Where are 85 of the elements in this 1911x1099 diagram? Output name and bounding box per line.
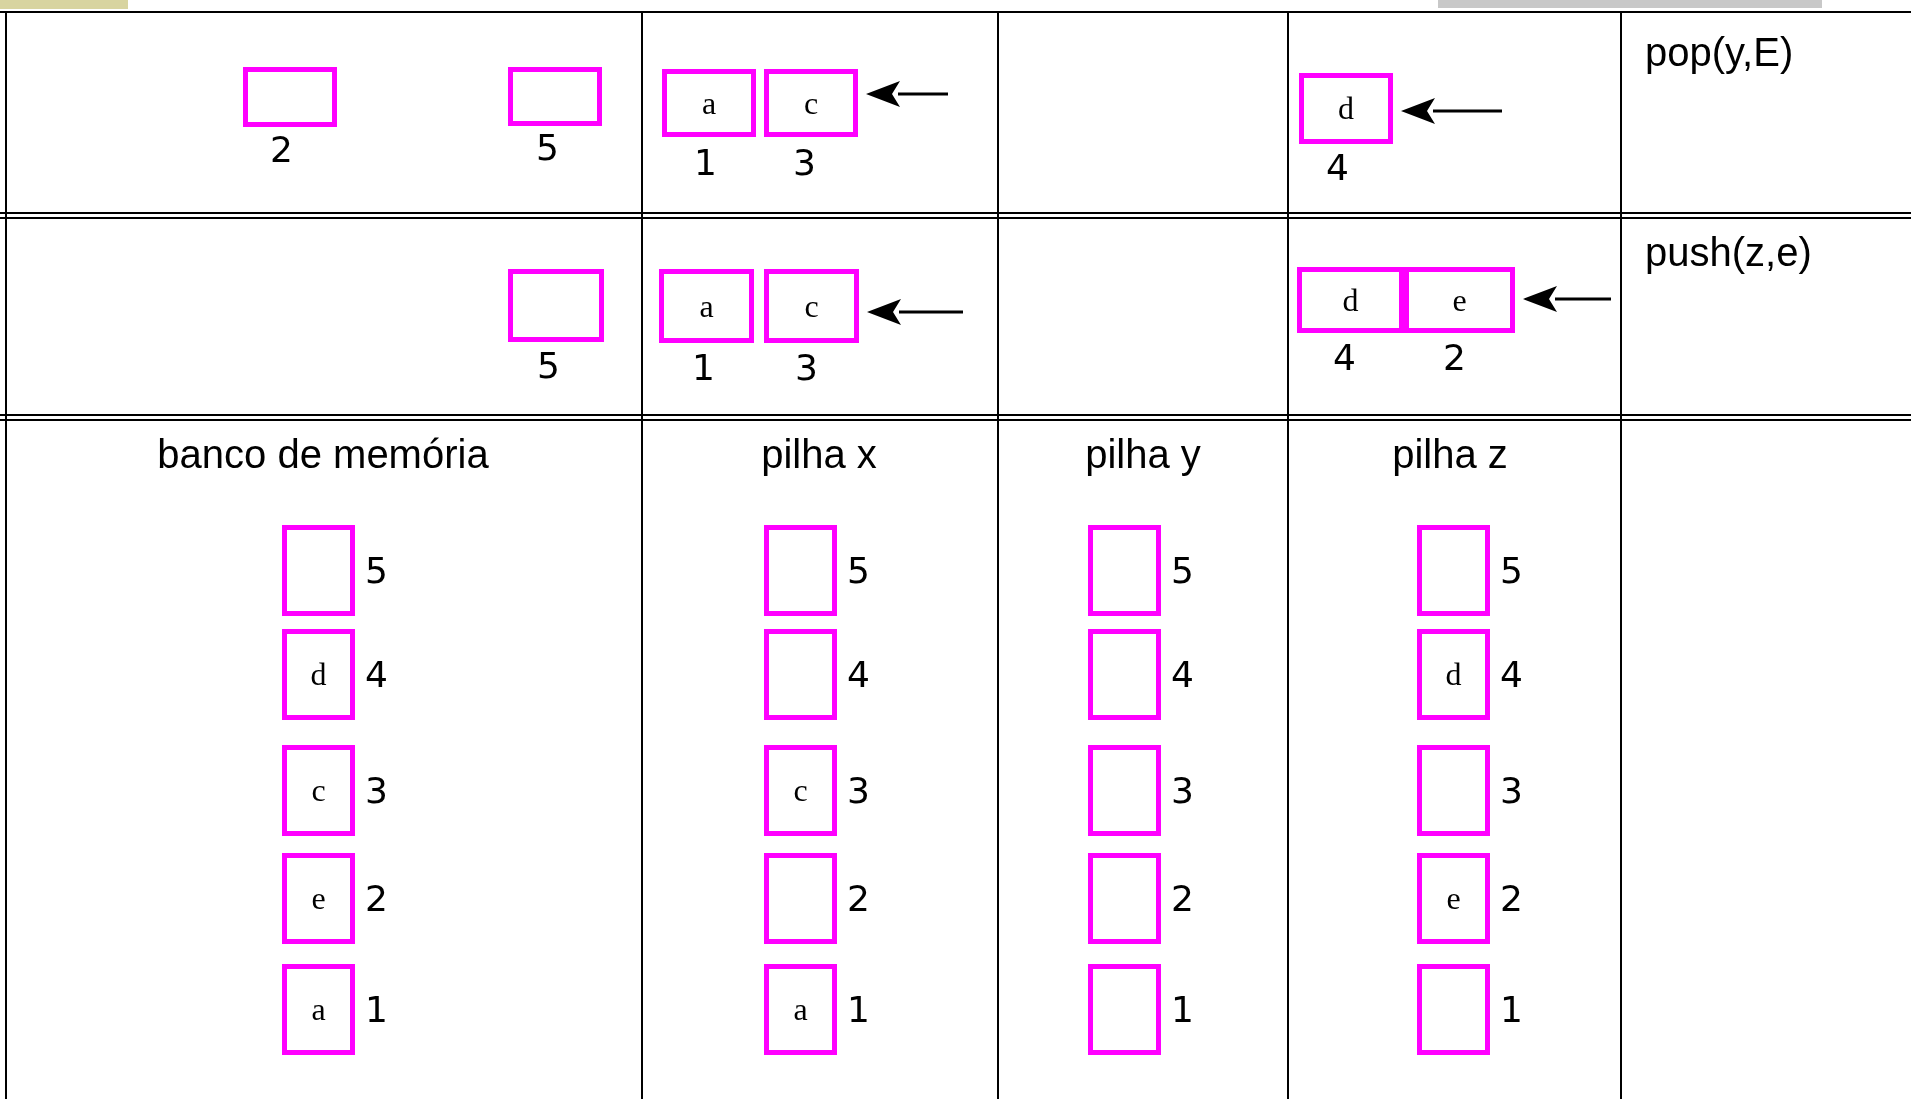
empty-memory-cell [1088,629,1161,720]
cell-index: 4 [1500,657,1523,693]
column-header: pilha x [761,434,877,474]
memory-cell [764,964,837,1055]
cell-index: 5 [1171,553,1194,589]
memory-cell [1297,267,1404,333]
cell-index: 1 [1171,992,1194,1028]
memory-cell [282,964,355,1055]
column-header: banco de memória [157,434,489,474]
operation-label: pop(y,E) [1645,32,1794,72]
cell-index: 1 [692,350,715,386]
empty-memory-cell [508,67,602,126]
cell-index: 1 [694,145,717,181]
empty-memory-cell [1088,745,1161,836]
cell-index: 2 [1171,881,1194,917]
cell-index: 3 [1500,773,1523,809]
memory-cell [1404,267,1515,333]
empty-memory-cell [1088,525,1161,616]
empty-memory-cell [282,525,355,616]
empty-memory-cell [1088,853,1161,944]
cell-index: 3 [795,350,818,386]
arrow [1523,286,1611,312]
cell-value: c [793,772,808,809]
memory-cell [764,69,858,137]
cell-index: 4 [365,657,388,693]
memory-cell [659,269,754,343]
cell-index: 1 [365,992,388,1028]
empty-memory-cell [508,269,604,342]
memory-cell [282,853,355,944]
cell-index: 3 [1171,773,1194,809]
cell-index: 5 [847,553,870,589]
cell-index: 1 [1500,992,1523,1028]
cell-index: 3 [793,145,816,181]
cell-index: 5 [536,130,559,166]
memory-cell [662,69,756,137]
cell-index: 2 [365,881,388,917]
cell-value: a [699,287,714,325]
cell-value: c [311,772,326,809]
cell-index: 4 [847,657,870,693]
arrow [1401,98,1502,124]
column-header: pilha y [1085,434,1201,474]
empty-memory-cell [1417,525,1490,616]
empty-memory-cell [1417,745,1490,836]
cell-value: e [1452,281,1467,319]
memory-cell [1417,853,1490,944]
cell-value: c [803,84,819,122]
cell-value: c [804,287,819,325]
arrow [866,81,948,107]
cell-index: 4 [1326,150,1349,186]
cell-index: 5 [1500,553,1523,589]
cell-value: d [1338,90,1354,127]
cell-index: 5 [537,348,560,384]
cell-index: 3 [365,773,388,809]
memory-cell [764,745,837,836]
cell-index: 2 [270,132,293,168]
cell-value: e [1446,880,1461,917]
cell-index: 3 [847,773,870,809]
cell-index: 4 [1171,657,1194,693]
cell-index: 1 [847,992,870,1028]
empty-memory-cell [764,525,837,616]
empty-memory-cell [764,629,837,720]
cell-index: 2 [1443,340,1466,376]
arrow [867,299,963,325]
cell-index: 2 [1500,881,1523,917]
cell-value: a [701,84,717,122]
cell-value: d [1342,281,1359,319]
empty-memory-cell [764,853,837,944]
memory-cell [282,745,355,836]
cell-value: a [311,991,326,1028]
cell-value: d [310,656,327,693]
cell-value: d [1445,656,1462,693]
cell-index: 2 [847,881,870,917]
memory-cell [1299,73,1393,144]
cell-index: 5 [365,553,388,589]
empty-memory-cell [1088,964,1161,1055]
column-header: pilha z [1392,434,1508,474]
cell-value: a [793,991,808,1028]
cell-value: e [311,880,326,917]
empty-memory-cell [243,67,337,127]
memory-cell [282,629,355,720]
operation-label: push(z,e) [1645,232,1812,272]
empty-memory-cell [1417,964,1490,1055]
cell-index: 4 [1333,340,1356,376]
memory-cell [1417,629,1490,720]
memory-cell [764,269,859,343]
